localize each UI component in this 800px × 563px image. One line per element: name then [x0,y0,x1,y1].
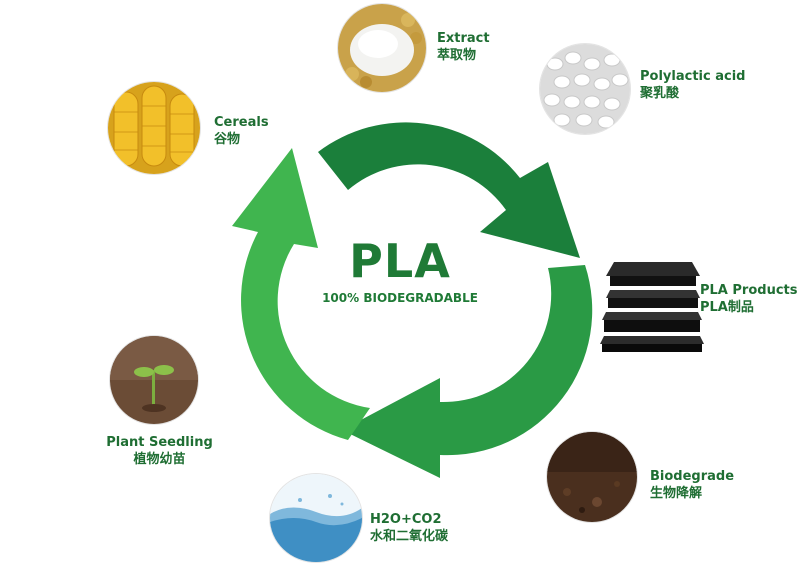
node-h2o-co2-zh: 水和二氧化碳 [370,528,448,545]
node-polylactic-acid-label: Polylactic acid 聚乳酸 [640,68,745,102]
center-title: PLA [300,236,500,286]
white-pellets-image [540,44,630,134]
node-h2o-co2-label: H2O+CO2 水和二氧化碳 [370,511,448,545]
node-plant-seedling-label: Plant Seedling 植物幼苗 [97,434,222,468]
node-polylactic-acid-en: Polylactic acid [640,68,745,85]
node-extract-label: Extract 萃取物 [437,30,490,64]
node-biodegrade-en: Biodegrade [650,468,734,485]
water-splash-image [270,474,362,562]
center-subtitle: 100% BIODEGRADABLE [300,290,500,306]
node-polylactic-acid-zh: 聚乳酸 [640,85,745,102]
seedling-image [110,336,198,424]
black-containers-image [600,258,704,354]
white-powder-image [338,4,426,92]
node-plant-seedling-zh: 植物幼苗 [97,451,222,468]
node-cereals-en: Cereals [214,114,269,131]
node-cereals-zh: 谷物 [214,131,269,148]
node-biodegrade-zh: 生物降解 [650,485,734,502]
corn-image [108,82,200,174]
node-pla-products-zh: PLA制品 [700,299,798,316]
node-extract-en: Extract [437,30,490,47]
node-extract-zh: 萃取物 [437,47,490,64]
node-cereals-label: Cereals 谷物 [214,114,269,148]
node-pla-products-label: PLA Products PLA制品 [700,282,798,316]
node-plant-seedling-en: Plant Seedling [97,434,222,451]
node-biodegrade-label: Biodegrade 生物降解 [650,468,734,502]
soil-image [547,432,637,522]
node-h2o-co2-en: H2O+CO2 [370,511,448,528]
node-pla-products-en: PLA Products [700,282,798,299]
